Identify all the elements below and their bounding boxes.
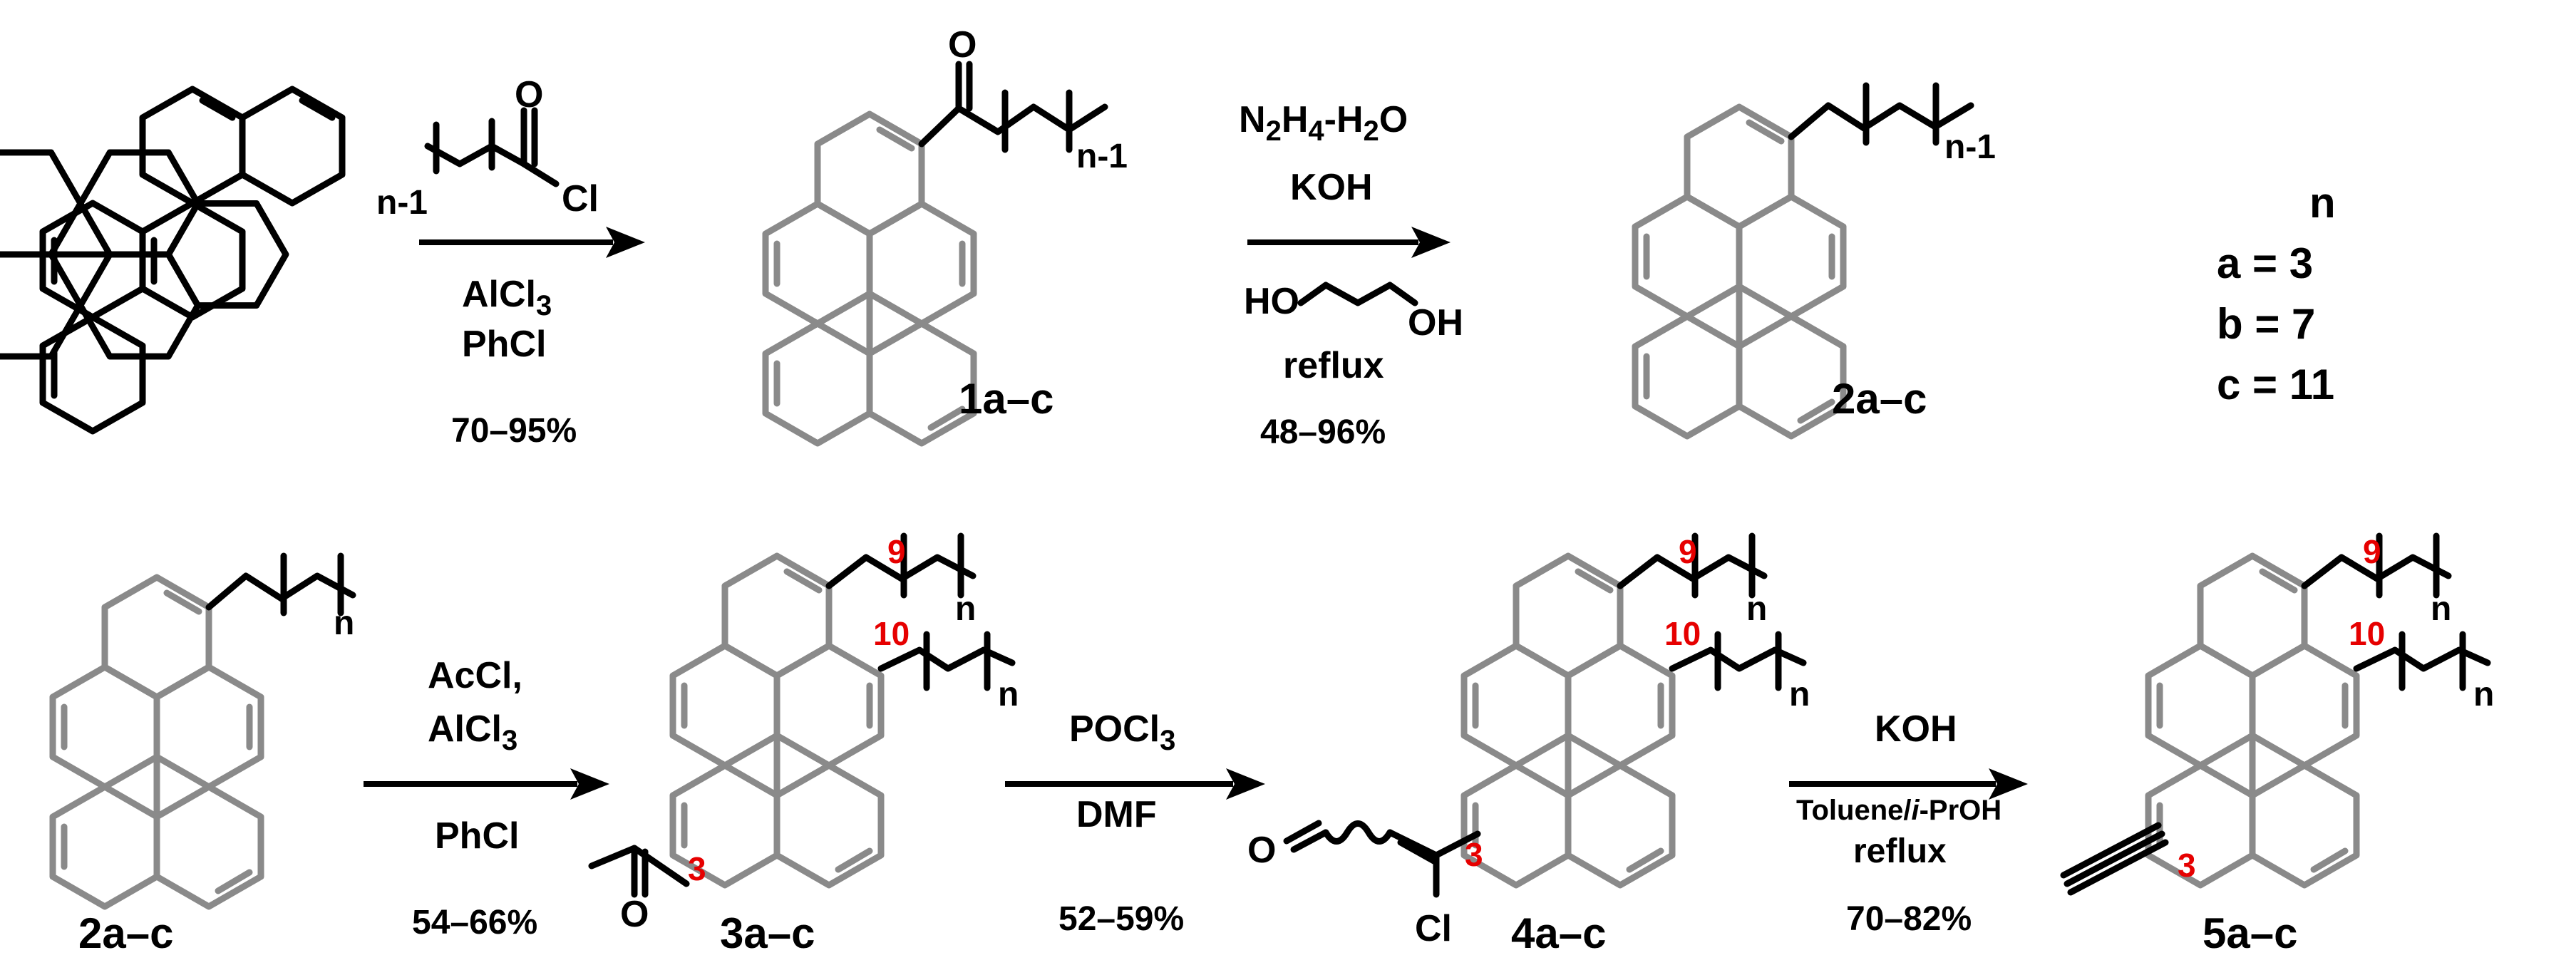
n-legend: n a = 3 b = 7 c = 11: [2217, 179, 2336, 408]
step1-reagent1: AlCl3: [462, 274, 552, 321]
atom-HO: HO: [1244, 281, 1299, 322]
atom-Cl-4: Cl: [1415, 908, 1452, 949]
step3-reagent1: AcCl,: [428, 655, 522, 696]
compound-1-acyl-chain: O n-1: [918, 24, 1128, 175]
locant-10-c4: 10: [1664, 615, 1701, 652]
chain-subscript-1: n-1: [1076, 138, 1128, 175]
compound-2-alkyl-chain-top: n-1: [1788, 82, 1996, 166]
atom-O-4: O: [1247, 830, 1276, 871]
step5-reagent3: reflux: [1853, 832, 1947, 870]
chain-subscript-4a: n: [1746, 590, 1767, 628]
atom-Cl: Cl: [562, 178, 599, 220]
compound-3-core: [673, 556, 881, 885]
chain-subscript: n-1: [376, 184, 428, 222]
step5-reagent2: Toluene/i-PrOH: [1796, 795, 2001, 826]
legend-row-c: c = 11: [2217, 361, 2334, 408]
step5-reagent1: KOH: [1875, 708, 1957, 750]
locant-3-c4: 3: [1465, 836, 1483, 873]
chain-subscript-2b: n: [334, 604, 354, 642]
step3-reagent3: PhCl: [435, 815, 519, 857]
compound-5-substituents: n n 9 10 3: [2060, 532, 2494, 896]
chain-subscript-2: n-1: [1944, 128, 1996, 166]
step2-reagent2: KOH: [1290, 167, 1373, 208]
atom-O-3: O: [620, 894, 649, 935]
reaction-arrow-3: [364, 768, 609, 800]
ethylene-glycol-structure: HO OH: [1244, 281, 1463, 344]
compound-label-5: 5a–c: [2203, 909, 2297, 957]
perylene-structure-bonds: [39, 86, 346, 435]
reaction-arrow-2: [1247, 227, 1451, 258]
chain-subscript-3a: n: [955, 590, 976, 628]
locant-10-c3: 10: [873, 615, 910, 652]
compound-2-core-top: [1635, 107, 1843, 436]
compound-5-core: [2148, 556, 2356, 885]
legend-row-a: a = 3: [2217, 239, 2313, 287]
locant-9-c3: 9: [887, 533, 906, 570]
step2-solvent: reflux: [1283, 345, 1384, 386]
atom-O-1: O: [948, 24, 977, 66]
locant-3-c3: 3: [688, 850, 706, 887]
atom-OH: OH: [1408, 302, 1463, 344]
step1-reagent2: PhCl: [462, 324, 546, 365]
step2-yield: 48–96%: [1260, 413, 1386, 451]
step4-reagent2: DMF: [1076, 794, 1157, 835]
step4-yield: 52–59%: [1058, 900, 1184, 938]
compound-1-core: [766, 114, 974, 443]
chain-subscript-4b: n: [1789, 676, 1810, 713]
chain-subscript-3b: n: [998, 676, 1019, 713]
locant-3-c5: 3: [2178, 847, 2196, 884]
compound-2-alkyl-chain-bottom: n: [205, 552, 356, 642]
compound-3-substituents: O n n 9 10 3: [588, 532, 1019, 935]
legend-header: n: [2309, 179, 2336, 227]
compound-label-3: 3a–c: [720, 909, 815, 957]
compound-4-substituents: O Cl n n 9 10 3: [1247, 532, 1810, 949]
locant-9-c5: 9: [2363, 533, 2381, 570]
step1-yield: 70–95%: [451, 412, 577, 450]
reaction-arrow-4: [1005, 768, 1265, 800]
chain-subscript-5a: n: [2431, 590, 2451, 628]
compound-2-core-bottom: [53, 577, 261, 907]
reaction-arrow-5: [1789, 768, 2028, 800]
legend-row-b: b = 7: [2217, 300, 2315, 348]
atom-O: O: [515, 74, 543, 115]
compound-4-core: [1464, 556, 1672, 885]
step2-reagent1: N2H4-H2O: [1239, 99, 1408, 147]
step3-reagent2: AlCl3: [428, 708, 517, 756]
reaction-arrow-1: [419, 227, 645, 258]
compound-label-2-top: 2a–c: [1832, 375, 1927, 423]
locant-9-c4: 9: [1679, 533, 1697, 570]
step4-reagent1: POCl3: [1069, 708, 1175, 756]
locant-10-c5: 10: [2349, 615, 2385, 652]
compound-label-4: 4a–c: [1511, 909, 1606, 957]
acyl-chloride-structure: O Cl n-1: [376, 74, 599, 222]
step3-yield: 54–66%: [412, 904, 537, 941]
compound-label-2-bottom: 2a–c: [78, 909, 173, 957]
chain-subscript-5b: n: [2473, 676, 2494, 713]
compound-label-1: 1a–c: [959, 375, 1053, 423]
step5-yield: 70–82%: [1846, 900, 1972, 938]
